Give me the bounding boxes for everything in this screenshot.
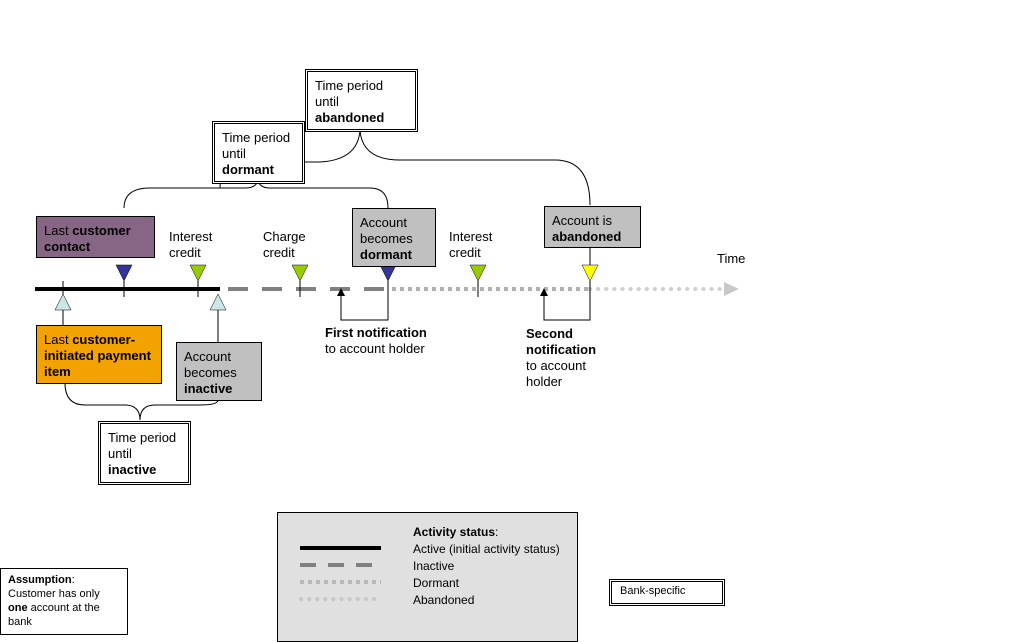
last-contact-pre: Last bbox=[44, 223, 69, 238]
legend-title-suffix: : bbox=[495, 525, 499, 539]
legend-item-abandoned: Abandoned bbox=[413, 593, 475, 607]
interest-credit-marker bbox=[469, 264, 487, 282]
interest-credit-label-2: Interest credit bbox=[449, 229, 493, 260]
dormant-period-text: Time period until bbox=[222, 130, 291, 161]
charge-credit-label: Charge credit bbox=[263, 229, 306, 260]
dormant-marker bbox=[379, 264, 397, 282]
assumption-post: account at the bank bbox=[8, 602, 100, 628]
legend-swatches bbox=[299, 546, 383, 601]
legend-title-row: Activity status: bbox=[413, 525, 498, 539]
is-abandoned-pre: Account is bbox=[552, 213, 612, 228]
first-notification-rest: to account holder bbox=[325, 341, 425, 356]
inactive-marker bbox=[209, 293, 227, 311]
assumption-pre: Customer has only bbox=[8, 588, 100, 600]
second-notification-rest: to account holder bbox=[526, 358, 586, 389]
inactive-period-box: Time period until inactive bbox=[98, 421, 191, 485]
last-payment-pre: Last bbox=[44, 332, 69, 347]
becomes-inactive-bold: inactive bbox=[184, 381, 233, 396]
assumption-bold: one bbox=[8, 602, 28, 614]
dormant-period-box: Time period until dormant bbox=[212, 121, 305, 184]
time-label: Time bbox=[717, 251, 746, 266]
abandoned-period-text: Time period until bbox=[315, 78, 384, 109]
assumption-note: Assumption: Customer has only one accoun… bbox=[0, 568, 128, 635]
bank-specific-box: Bank-specific bbox=[609, 579, 725, 606]
abandoned-marker bbox=[581, 264, 599, 282]
inactive-period-bold: inactive bbox=[108, 462, 157, 477]
abandoned-period-box: Time period until abandoned bbox=[305, 69, 418, 132]
is-abandoned-bold: abandoned bbox=[552, 229, 622, 244]
second-notification-label: Second notification to account holder bbox=[526, 326, 608, 390]
assumption-title: Assumption bbox=[8, 574, 72, 586]
activity-status-legend: Activity status: Active (initial activit… bbox=[277, 512, 578, 642]
legend-item-active: Active (initial activity status) bbox=[413, 542, 560, 556]
dormant-period-bold: dormant bbox=[222, 162, 274, 177]
last-contact-bold: customer contact bbox=[44, 223, 131, 254]
second-notification-bold: Second notification bbox=[526, 326, 597, 357]
second-notification-arrow bbox=[540, 288, 548, 296]
legend-title: Activity status bbox=[413, 525, 496, 539]
last-contact-box: Last customer contact bbox=[36, 216, 155, 258]
legend-item-dormant: Dormant bbox=[413, 576, 460, 590]
is-abandoned-box: Account is abandoned bbox=[544, 206, 641, 248]
charge-credit-marker bbox=[291, 264, 309, 282]
last-payment-box: Last customer- initiated payment item bbox=[36, 325, 162, 384]
first-notification-arrow bbox=[337, 288, 345, 296]
becomes-dormant-box: Account becomes dormant bbox=[352, 208, 436, 267]
becomes-dormant-bold: dormant bbox=[360, 247, 412, 262]
second-notification-bracket bbox=[543, 289, 591, 321]
first-notification-bold: First notification bbox=[325, 325, 427, 340]
becomes-inactive-pre: Account becomes bbox=[184, 349, 237, 380]
first-notification-bracket bbox=[340, 289, 389, 321]
interest-credit-marker bbox=[189, 264, 207, 282]
inactive-period-brace bbox=[64, 382, 219, 421]
becomes-inactive-box: Account becomes inactive bbox=[176, 342, 262, 401]
inactive-period-text: Time period until bbox=[108, 430, 177, 461]
last-payment-bold-1: customer- bbox=[72, 332, 136, 347]
time-arrow-head bbox=[724, 282, 739, 296]
becomes-dormant-pre: Account becomes bbox=[360, 215, 413, 246]
last-payment-marker bbox=[54, 293, 72, 311]
abandoned-period-bold: abandoned bbox=[315, 110, 385, 125]
last-contact-marker bbox=[115, 264, 133, 282]
assumption-colon: : bbox=[71, 574, 75, 586]
interest-credit-label-1: Interest credit bbox=[169, 229, 213, 260]
last-payment-bold-2: initiated payment item bbox=[44, 348, 151, 379]
first-notification-label: First notification to account holder bbox=[325, 325, 455, 357]
legend-item-inactive: Inactive bbox=[413, 559, 455, 573]
